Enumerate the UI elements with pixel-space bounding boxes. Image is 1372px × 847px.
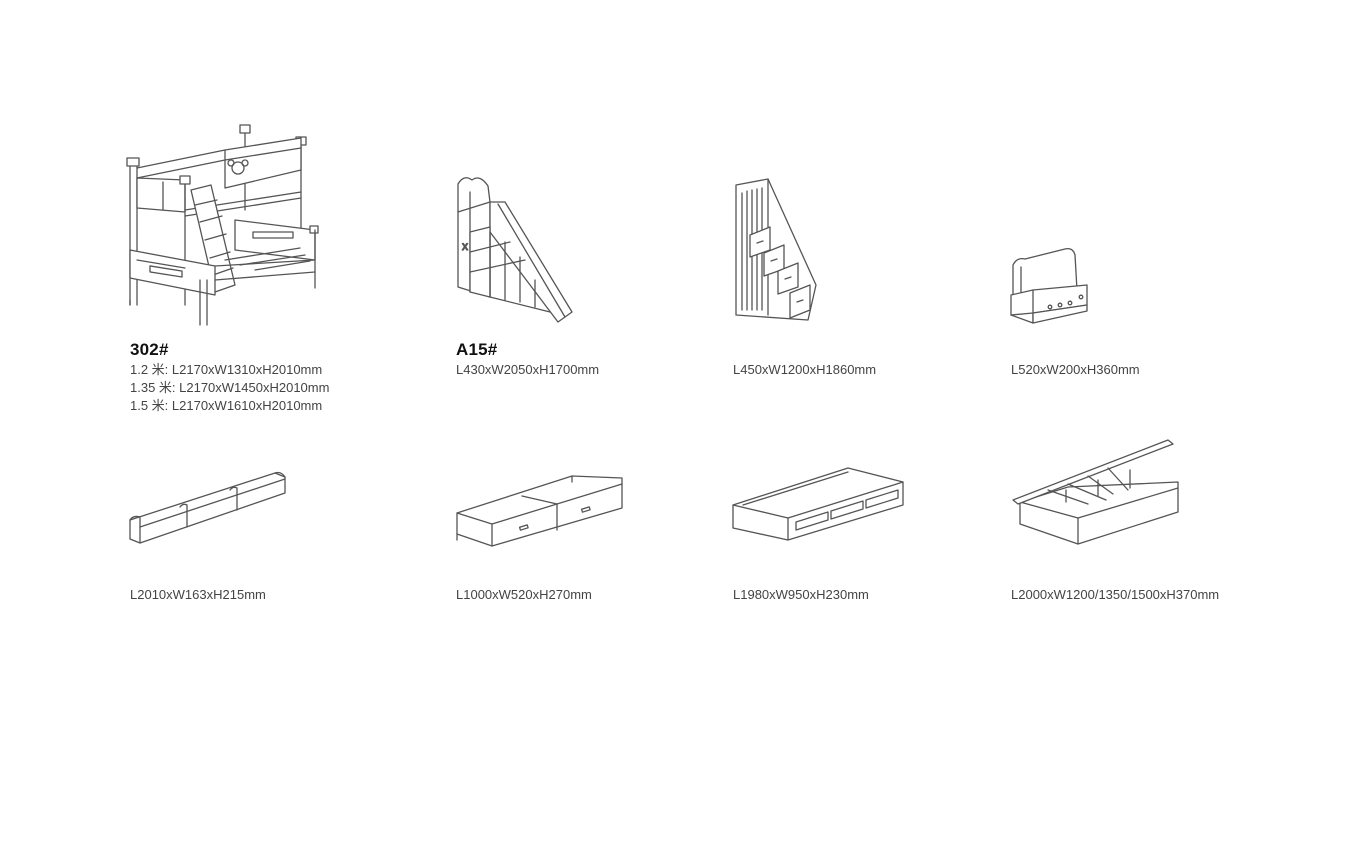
svg-text:X: X: [462, 242, 468, 252]
product-dimensions-storage-bed: L2000xW1200/1350/1500xH370mm: [1011, 586, 1219, 604]
product-dimensions-302: 1.2 米: L2170xW1310xH2010mm 1.35 米: L2170…: [130, 361, 329, 415]
dimension-row: 1.2 米: L2170xW1310xH2010mm: [130, 362, 323, 377]
dimension-row: L2000xW1200/1350/1500xH370mm: [1011, 587, 1220, 602]
wall-shelf-illustration: [125, 465, 290, 550]
dimension-row: L2010xW163xH215mm: [130, 587, 266, 602]
dimension-row: L520xW200xH360mm: [1011, 362, 1140, 377]
stair-cabinet-illustration: [728, 175, 823, 330]
bunk-bed-illustration: [125, 120, 325, 330]
product-dimensions-headboard-shelf: L520xW200xH360mm: [1011, 361, 1140, 379]
product-dimensions-trundle-bed: L1980xW950xH230mm: [733, 586, 869, 604]
dimension-row: L1000xW520xH270mm: [456, 587, 592, 602]
product-dimensions-a15: L430xW2050xH1700mm: [456, 361, 599, 379]
dimension-row: L450xW1200xH1860mm: [733, 362, 877, 377]
dimension-row: 1.35 米: L2170xW1450xH2010mm: [130, 380, 330, 395]
product-dimensions-under-bed-drawers: L1000xW520xH270mm: [456, 586, 592, 604]
headboard-shelf-illustration: [1005, 245, 1095, 330]
under-bed-drawers-illustration: [452, 468, 627, 553]
product-dimensions-stair-cabinet: L450xW1200xH1860mm: [733, 361, 876, 379]
trundle-bed-illustration: [728, 460, 908, 545]
dimension-row: L430xW2050xH1700mm: [456, 362, 600, 377]
slide-stair-cabinet-illustration: X: [450, 172, 585, 327]
storage-bed-frame-illustration: [1008, 432, 1188, 552]
dimension-row: 1.5 米: L2170xW1610xH2010mm: [130, 398, 323, 413]
dimension-row: L1980xW950xH230mm: [733, 587, 869, 602]
product-code-302: 302#: [130, 340, 169, 359]
product-code-a15: A15#: [456, 340, 498, 359]
product-dimensions-wall-shelf: L2010xW163xH215mm: [130, 586, 266, 604]
